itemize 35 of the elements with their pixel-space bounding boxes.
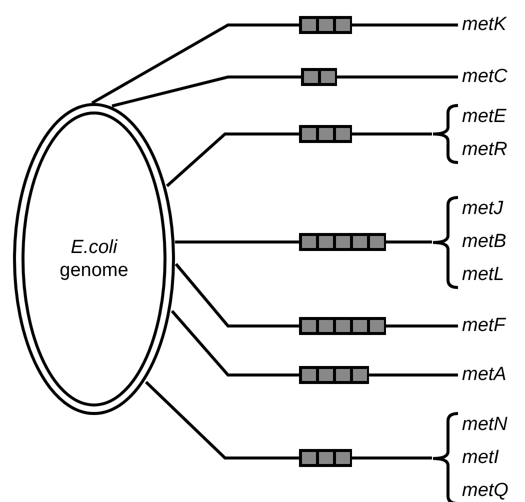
connector-line xyxy=(144,380,299,460)
gene-segment-bar xyxy=(299,125,352,143)
gene-name: metI xyxy=(462,446,499,470)
gene-name: metJ xyxy=(462,196,504,220)
connector-line xyxy=(352,456,432,460)
connector-line xyxy=(174,263,299,328)
connector-line xyxy=(91,24,299,104)
genome-ellipse xyxy=(13,103,175,415)
gene-segment-bar xyxy=(299,16,352,34)
gene-name: metA xyxy=(462,362,506,386)
connector-line xyxy=(369,374,458,376)
gene-segment-bar xyxy=(299,449,352,467)
connector-line xyxy=(170,310,299,376)
gene-name: metK xyxy=(462,12,506,36)
connector-line xyxy=(175,240,299,244)
connector-line xyxy=(166,132,299,188)
connector-line xyxy=(112,76,301,108)
gene-name: metL xyxy=(462,262,504,286)
connector-line xyxy=(386,324,458,328)
gene-segment-bar xyxy=(299,233,386,251)
gene-segment-bar xyxy=(301,68,337,86)
gene-name: metE xyxy=(462,105,506,129)
genome-label: E.coli genome xyxy=(58,236,130,282)
gene-segment-bar xyxy=(299,366,369,384)
gene-name: metR xyxy=(462,138,508,162)
gene-name: metB xyxy=(462,230,506,254)
connector-line xyxy=(386,240,432,244)
connector-line xyxy=(337,76,458,78)
gene-segment-bar xyxy=(299,317,386,335)
connector-line xyxy=(352,132,432,136)
connector-line xyxy=(352,24,458,26)
gene-name: metC xyxy=(462,64,508,88)
gene-name: metF xyxy=(462,314,506,338)
gene-name: metN xyxy=(462,412,508,436)
gene-name: metQ xyxy=(462,478,508,502)
